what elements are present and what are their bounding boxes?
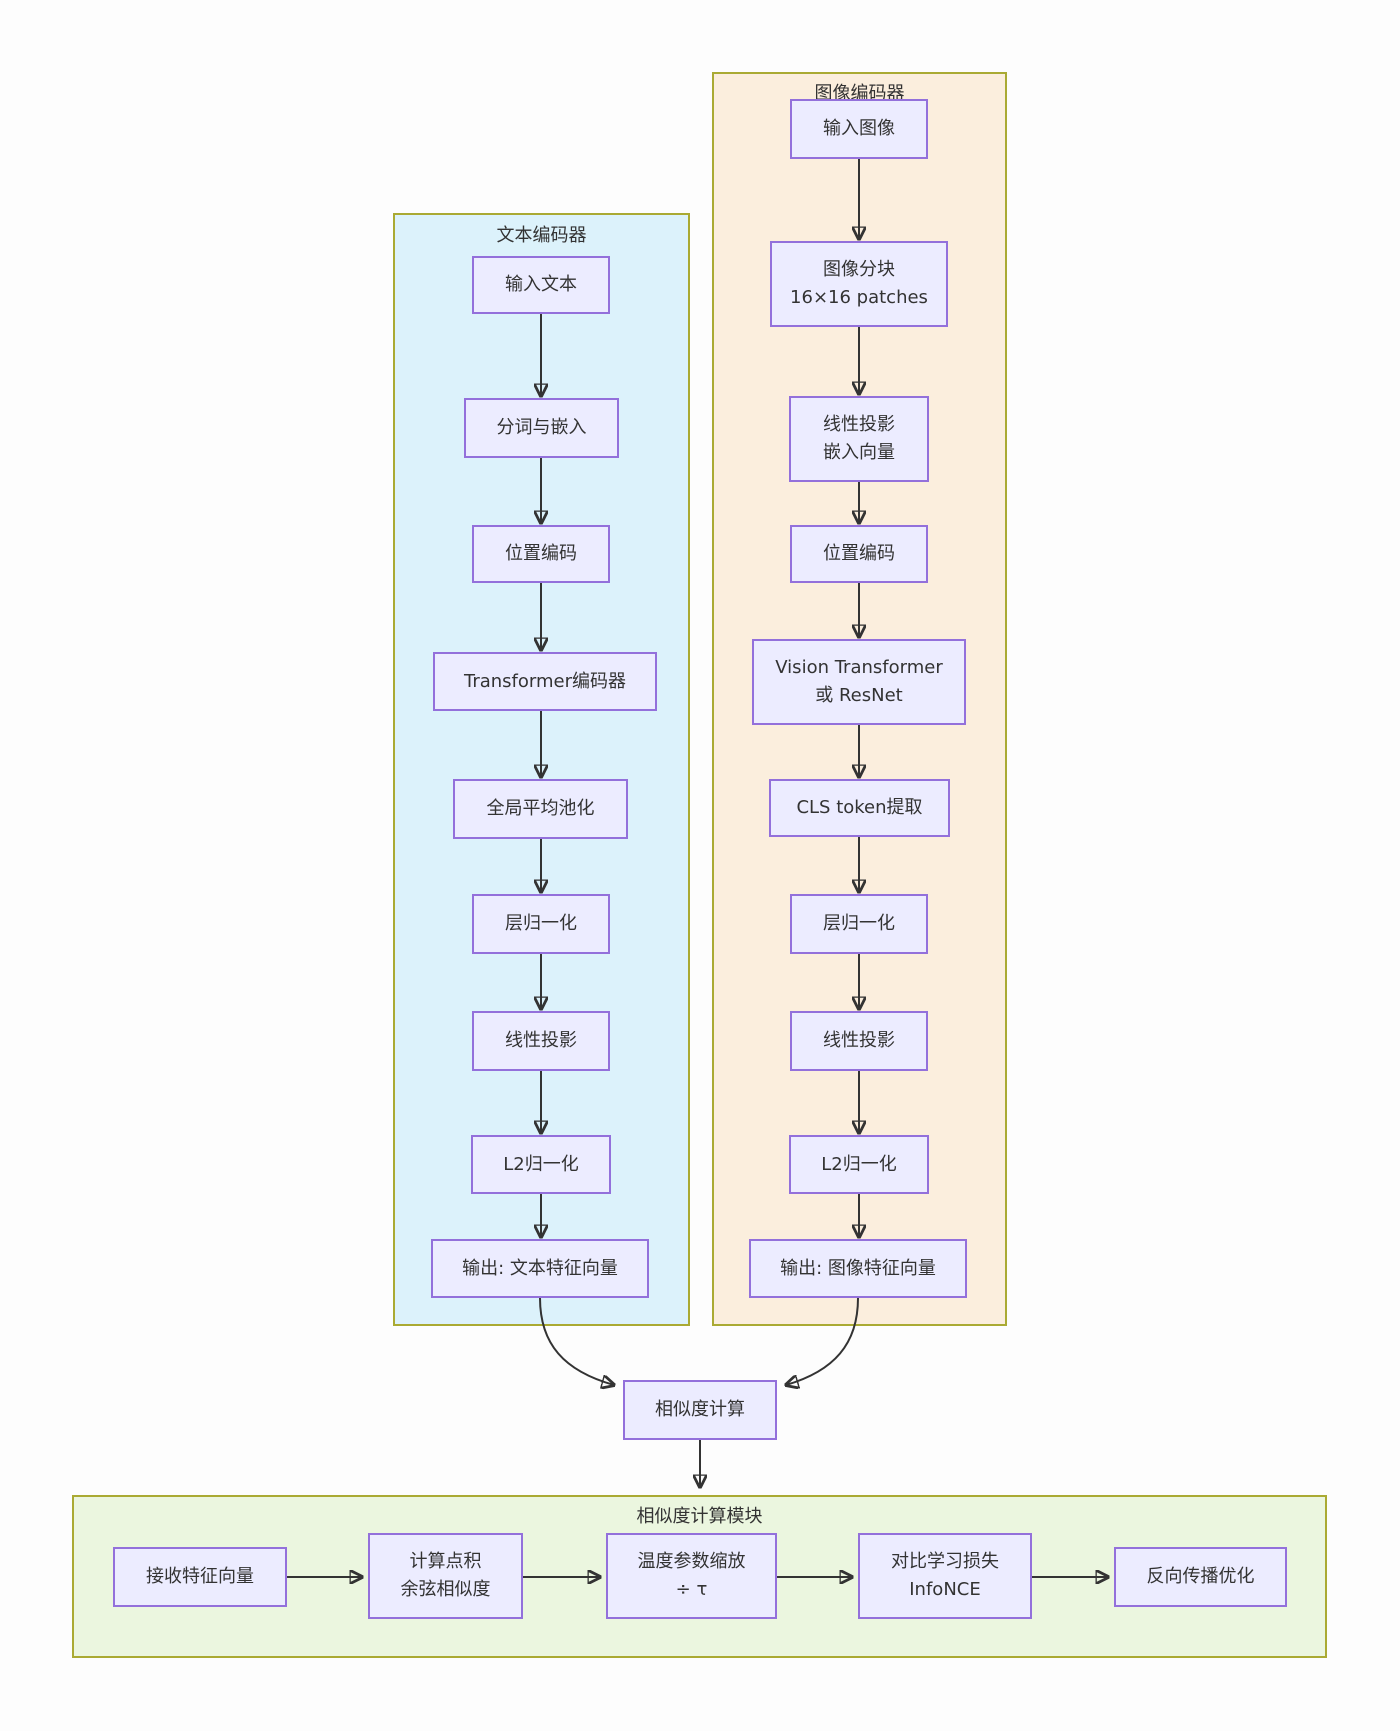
node-similarity-compute: 相似度计算 — [623, 1380, 777, 1440]
node-temperature-scaling: 温度参数缩放 ÷ τ — [606, 1533, 777, 1619]
image-encoder-title: 图像编码器 — [814, 83, 905, 104]
node-contrastive-loss-line1: 对比学习损失 — [891, 1551, 999, 1573]
text-encoder-title: 文本编码器 — [496, 225, 587, 246]
node-contrastive-loss: 对比学习损失 InfoNCE — [858, 1533, 1032, 1619]
node-temperature-scaling-line1: 温度参数缩放 — [637, 1551, 746, 1573]
node-image-patching-line2: 16×16 patches — [790, 287, 928, 308]
node-text-l2-norm: L2归一化 — [471, 1135, 611, 1194]
node-image-layer-norm: 层归一化 — [790, 894, 928, 954]
node-global-avg-pooling: 全局平均池化 — [453, 779, 628, 839]
node-vision-transformer-line2: 或 ResNet — [815, 685, 903, 706]
node-text-output: 输出: 文本特征向量 — [431, 1239, 649, 1298]
node-temperature-scaling-line2: ÷ τ — [675, 1579, 708, 1600]
node-image-linear-projection-embed-line1: 线性投影 — [823, 414, 895, 436]
node-input-text: 输入文本 — [472, 256, 610, 314]
node-transformer-encoder: Transformer编码器 — [433, 652, 657, 711]
node-vision-transformer-line1: Vision Transformer — [775, 657, 943, 679]
node-tokenize-embed: 分词与嵌入 — [464, 398, 619, 458]
node-vision-transformer: Vision Transformer 或 ResNet — [752, 639, 966, 725]
node-contrastive-loss-line2: InfoNCE — [909, 1579, 981, 1600]
node-image-linear-projection-embed: 线性投影 嵌入向量 — [789, 396, 929, 482]
node-image-linear-projection-embed-line2: 嵌入向量 — [823, 442, 895, 463]
node-backprop-optimize: 反向传播优化 — [1114, 1547, 1287, 1607]
node-input-image: 输入图像 — [790, 99, 928, 159]
node-image-output: 输出: 图像特征向量 — [749, 1239, 967, 1298]
node-text-layer-norm: 层归一化 — [472, 894, 610, 954]
node-cls-token-extract: CLS token提取 — [769, 779, 950, 837]
node-image-l2-norm: L2归一化 — [789, 1135, 929, 1194]
node-receive-features: 接收特征向量 — [113, 1547, 287, 1607]
node-image-patching-line1: 图像分块 — [823, 259, 895, 281]
node-dot-product-cosine-line2: 余弦相似度 — [400, 1579, 491, 1600]
node-image-patching: 图像分块 16×16 patches — [770, 241, 948, 327]
node-text-linear-projection: 线性投影 — [472, 1011, 610, 1071]
similarity-module-title: 相似度计算模块 — [636, 1506, 763, 1527]
node-image-positional-encoding: 位置编码 — [790, 525, 928, 583]
node-dot-product-cosine-line1: 计算点积 — [409, 1551, 482, 1573]
node-text-positional-encoding: 位置编码 — [472, 525, 610, 583]
node-image-linear-projection: 线性投影 — [790, 1011, 928, 1071]
node-dot-product-cosine: 计算点积 余弦相似度 — [368, 1533, 523, 1619]
